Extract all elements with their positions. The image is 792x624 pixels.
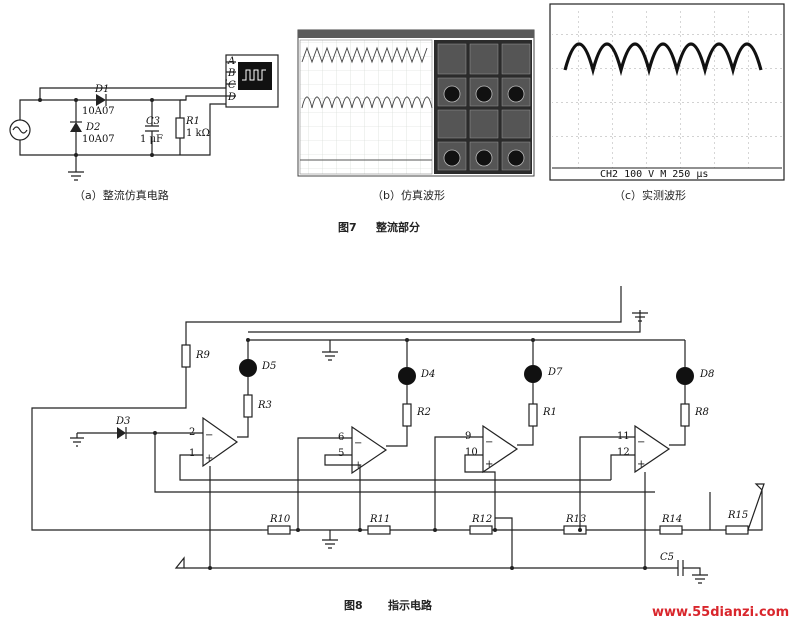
- resistor-r10-icon: [267, 525, 291, 535]
- led-d5-label: D5: [261, 361, 276, 372]
- fig8-caption-title: 指示电路: [388, 598, 433, 612]
- resistor-r14-icon: [659, 525, 683, 535]
- led-d5-icon: [239, 359, 257, 377]
- fig7a-rectifier-circuit: A B C D D1 10A07 D2 10A07 C3 1 μF R1 1 k…: [9, 54, 279, 181]
- scope-graticule: [552, 8, 782, 168]
- oscilloscope-screen: [238, 62, 272, 90]
- led-d8-label: D8: [699, 369, 714, 380]
- fig7-caption-num: 图7: [338, 221, 357, 234]
- resistor-r15-icon: [725, 525, 749, 535]
- resistor-r1-icon: [528, 403, 538, 427]
- terminal-c: C: [228, 80, 236, 91]
- r3-label: R3: [257, 400, 272, 411]
- fig7-caption-title: 整流部分: [375, 220, 420, 234]
- diode-d2-icon: [70, 122, 82, 132]
- resistor-r13-icon: [563, 525, 587, 535]
- ground-d3-icon: [70, 433, 84, 447]
- pin-10: 10: [465, 447, 478, 458]
- opamp-4: [634, 424, 671, 474]
- c3-value: 1 μF: [140, 134, 163, 145]
- r11-label: R11: [369, 514, 390, 525]
- oscilloscope-block: [225, 54, 279, 108]
- terminal-d: D: [227, 92, 236, 103]
- svg-text:+: +: [205, 453, 213, 464]
- d1-label: D1: [94, 84, 109, 95]
- watermark: www.55dianzi.com: [652, 605, 789, 620]
- diode-d3-icon: [117, 427, 126, 439]
- r9-label: R9: [195, 350, 211, 361]
- fig7b-sim-screenshot: [297, 29, 535, 177]
- d1-part: 10A07: [82, 106, 115, 117]
- capacitor-c3-icon: [145, 100, 159, 155]
- fig7b-caption: （b）仿真波形: [372, 188, 445, 202]
- pin-5: 5: [338, 448, 344, 459]
- terminal-a: A: [227, 56, 235, 67]
- resistor-r12-icon: [469, 525, 493, 535]
- resistor-r9-icon: [181, 344, 191, 368]
- r14-label: R14: [661, 514, 682, 525]
- fig8-indicator-circuit: R9 D5 D4 D7 D8 R3 R2 R1 R8: [31, 286, 765, 584]
- terminal-b: B: [227, 68, 235, 79]
- opamp-group: −+ −+ −+ −+ 2 1 6 5 9 10 11 12: [189, 416, 671, 475]
- r1-value: 1 kΩ: [186, 128, 210, 139]
- r2-label: R2: [416, 407, 431, 418]
- svg-text:+: +: [485, 459, 493, 470]
- svg-text:−: −: [485, 437, 493, 448]
- r12-label: R12: [471, 514, 492, 525]
- led-d7-icon: [524, 365, 542, 383]
- r15-label: R15: [727, 510, 748, 521]
- fig8-caption-num: 图8: [344, 599, 363, 612]
- d2-label: D2: [85, 122, 100, 133]
- sim-wave-2: [301, 96, 433, 109]
- scope-readout: CH2 100 V M 250 μs: [600, 169, 708, 180]
- resistor-r2-icon: [402, 403, 412, 427]
- led-d4-label: D4: [420, 369, 435, 380]
- resistor-r1-icon: [175, 117, 185, 139]
- r10-label: R10: [269, 514, 291, 525]
- sim-wave-1: [301, 46, 428, 64]
- opamp-2: [351, 425, 388, 475]
- r1b-label: R1: [542, 407, 557, 418]
- ground-mid-icon: [322, 340, 338, 361]
- diode-d1-icon: [96, 94, 106, 106]
- opamp-1: [202, 416, 239, 468]
- c3-label: C3: [146, 116, 160, 127]
- r1-label: R1: [185, 116, 200, 127]
- fig7c-measured-waveform: CH2 100 V M 250 μs: [549, 3, 785, 181]
- fig7a-caption: （a）整流仿真电路: [74, 188, 169, 202]
- r8-label: R8: [694, 407, 709, 418]
- led-d4-icon: [398, 367, 416, 385]
- resistor-r11-icon: [367, 525, 391, 535]
- d3-label: D3: [115, 416, 130, 427]
- svg-text:+: +: [637, 459, 645, 470]
- capacitor-c5-icon: [677, 560, 684, 576]
- svg-text:−: −: [637, 437, 645, 448]
- c5-label: C5: [660, 552, 674, 563]
- pin-1: 1: [189, 448, 195, 459]
- ground-ladder-icon: [322, 530, 338, 549]
- d2-part: 10A07: [82, 134, 115, 145]
- pin-12: 12: [617, 447, 630, 458]
- r13-label: R13: [565, 514, 586, 525]
- led-d8-icon: [676, 367, 694, 385]
- opamp-3: [482, 424, 519, 474]
- scope-rectified-trace: [563, 42, 763, 77]
- led-d7-label: D7: [547, 367, 563, 378]
- resistor-r3-icon: [243, 394, 253, 418]
- svg-text:−: −: [205, 430, 213, 441]
- resistor-r8-icon: [680, 403, 690, 427]
- ground-c5-icon: [683, 567, 708, 584]
- ground-icon: [68, 155, 84, 181]
- fig7c-caption: （c）实测波形: [614, 188, 686, 202]
- svg-text:−: −: [354, 438, 362, 449]
